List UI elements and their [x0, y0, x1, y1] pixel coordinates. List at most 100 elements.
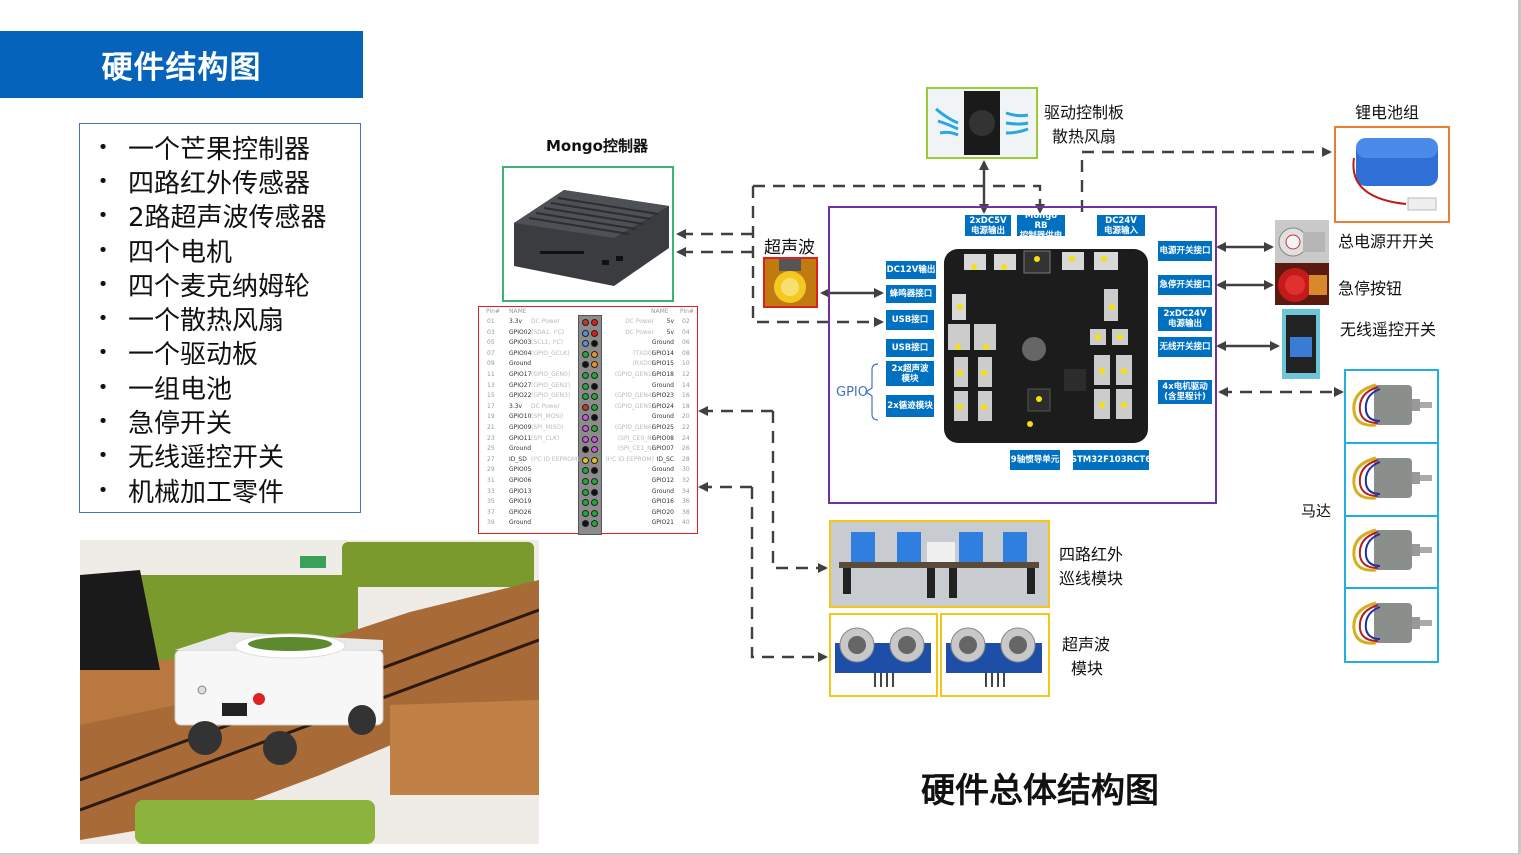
pin-cell: (GPIO_GEN5) [614, 402, 654, 410]
pin-cell: 36 [682, 498, 690, 506]
pin-cell: Ground [651, 487, 674, 495]
gpio-pin-dot [591, 425, 598, 432]
pin-cell: 01 [487, 318, 495, 325]
gpio-pin-dot [582, 478, 589, 485]
gpio-pin-dot [591, 414, 598, 422]
pin-header-strip [578, 315, 602, 535]
pin-cell: GPIO06 [509, 477, 532, 484]
pin-cell: Ground [651, 339, 674, 347]
bullet-icon: • [97, 411, 109, 433]
pin-cell: Ground [509, 360, 532, 368]
tag-stm32-mcu: STM32F103RCT6 [1071, 450, 1151, 470]
robot-photo-illustration [80, 540, 539, 844]
power-switch-image [1275, 220, 1329, 263]
pin-cell: (SPI_CE1_N) [617, 445, 654, 453]
header-title: 硬件结构图 [101, 50, 262, 86]
wireless-remote-icon [1286, 315, 1316, 373]
bullet-icon: • [97, 376, 109, 398]
controller-image [502, 166, 674, 302]
pin-cell: DC Power [531, 318, 560, 325]
ultrasonic-top-image [763, 257, 818, 308]
hc-sr04-icon [946, 627, 1042, 687]
pin-cell: 02 [682, 318, 690, 325]
bullet-icon: • [97, 205, 109, 227]
pin-cell: 18 [682, 402, 690, 410]
tag-power-switch-port: 电源开关接口 [1158, 241, 1212, 261]
pin-cell: GPIO17 [509, 371, 532, 378]
pin-cell: Ground [651, 381, 674, 389]
motors-panel [1344, 369, 1439, 663]
pin-cell: 3.3v [509, 402, 523, 410]
bullet-icon: • [97, 273, 109, 295]
pin-cell: (I²C ID EEPROM) [605, 455, 654, 463]
power-switch-label: 总电源开开关 [1338, 232, 1435, 251]
estop-image [1275, 263, 1329, 305]
pin-cell: ID_SC [656, 455, 674, 463]
us-module-label-line1: 超声波 [1062, 635, 1111, 654]
pin-cell: 30 [682, 466, 690, 474]
pin-cell: GPIO11 [509, 434, 532, 442]
bullet-icon: • [97, 342, 109, 364]
pin-cell: GPIO07 [651, 445, 674, 453]
wireless-switch-image [1282, 309, 1320, 379]
motor-image [1346, 444, 1437, 517]
hc-sr04-icon [835, 627, 931, 687]
gpio-pin-dot [591, 403, 598, 411]
slide-edge [1518, 0, 1521, 855]
pin-cell: 09 [487, 360, 495, 368]
gpio-pin-dot [582, 488, 589, 496]
gpio-pin-dot [582, 499, 589, 507]
component-list-item: •一个散热风扇 [80, 301, 360, 336]
controller-box-icon [514, 190, 669, 286]
tag-2x-ultrasonic: 2x超声波模块 [886, 361, 934, 386]
pin-cell: (SPI_CE0_N) [617, 434, 654, 442]
battery-image [1334, 126, 1450, 223]
tag-estop-switch-port: 急停开关接口 [1158, 275, 1212, 295]
pin-cell: GPIO02 [509, 328, 532, 336]
pin-cell: 03 [487, 328, 495, 336]
dashed-arrow-battery [1080, 147, 1332, 212]
us-module-label-line2: 模块 [1071, 659, 1104, 678]
pin-cell: 17 [487, 402, 495, 410]
pin-cell: GPIO23 [651, 392, 674, 400]
gpio-pin-dot [582, 435, 589, 443]
estop-button-icon [1278, 268, 1327, 302]
component-list-item: •无线遥控开关 [80, 439, 360, 473]
fan-icon [935, 91, 1029, 155]
component-list-items: •一个芒果控制器•四路红外传感器•2路超声波传感器•四个电机•四个麦克纳姆轮•一… [80, 130, 360, 508]
power-switch-icon [1278, 227, 1325, 257]
gpio-pin-dot [591, 478, 598, 485]
pin-cell: GPIO14 [651, 349, 674, 357]
pin-cell: Ground [509, 519, 532, 527]
pin-cell: (SPI_MOSI) [531, 413, 564, 421]
pin-cell: GPIO05 [509, 466, 532, 474]
component-list-item: •一个驱动板 [80, 336, 360, 370]
green-chair [135, 800, 375, 844]
gpio-pin-dot [591, 329, 598, 337]
gpio-pin-dot [591, 382, 598, 390]
bullet-icon: • [97, 445, 109, 467]
motor-icon [1352, 528, 1432, 572]
pin-cell: GPIO25 [651, 424, 674, 431]
pin-cell: 34 [682, 487, 690, 495]
ir-label-line2: 巡线模块 [1059, 569, 1124, 588]
tag-9axis-imu: 9轴惯导单元 [1010, 450, 1060, 470]
ir-module-image [829, 520, 1050, 608]
pin-cell: 37 [487, 508, 495, 516]
pin-cell: 33 [487, 487, 495, 495]
pin-cell: 11 [487, 371, 495, 378]
exit-sign [300, 556, 326, 568]
component-list-text: 四路红外传感器 [128, 168, 311, 199]
component-list-text: 一个芒果控制器 [128, 134, 311, 165]
pin-cell: (GPIO_GEN2) [531, 381, 571, 389]
pin-cell: 29 [487, 466, 495, 474]
pin-cell: GPIO19 [509, 498, 532, 506]
fan-label-line2: 散热风扇 [1052, 127, 1117, 146]
pin-cell: Ground [651, 466, 674, 474]
